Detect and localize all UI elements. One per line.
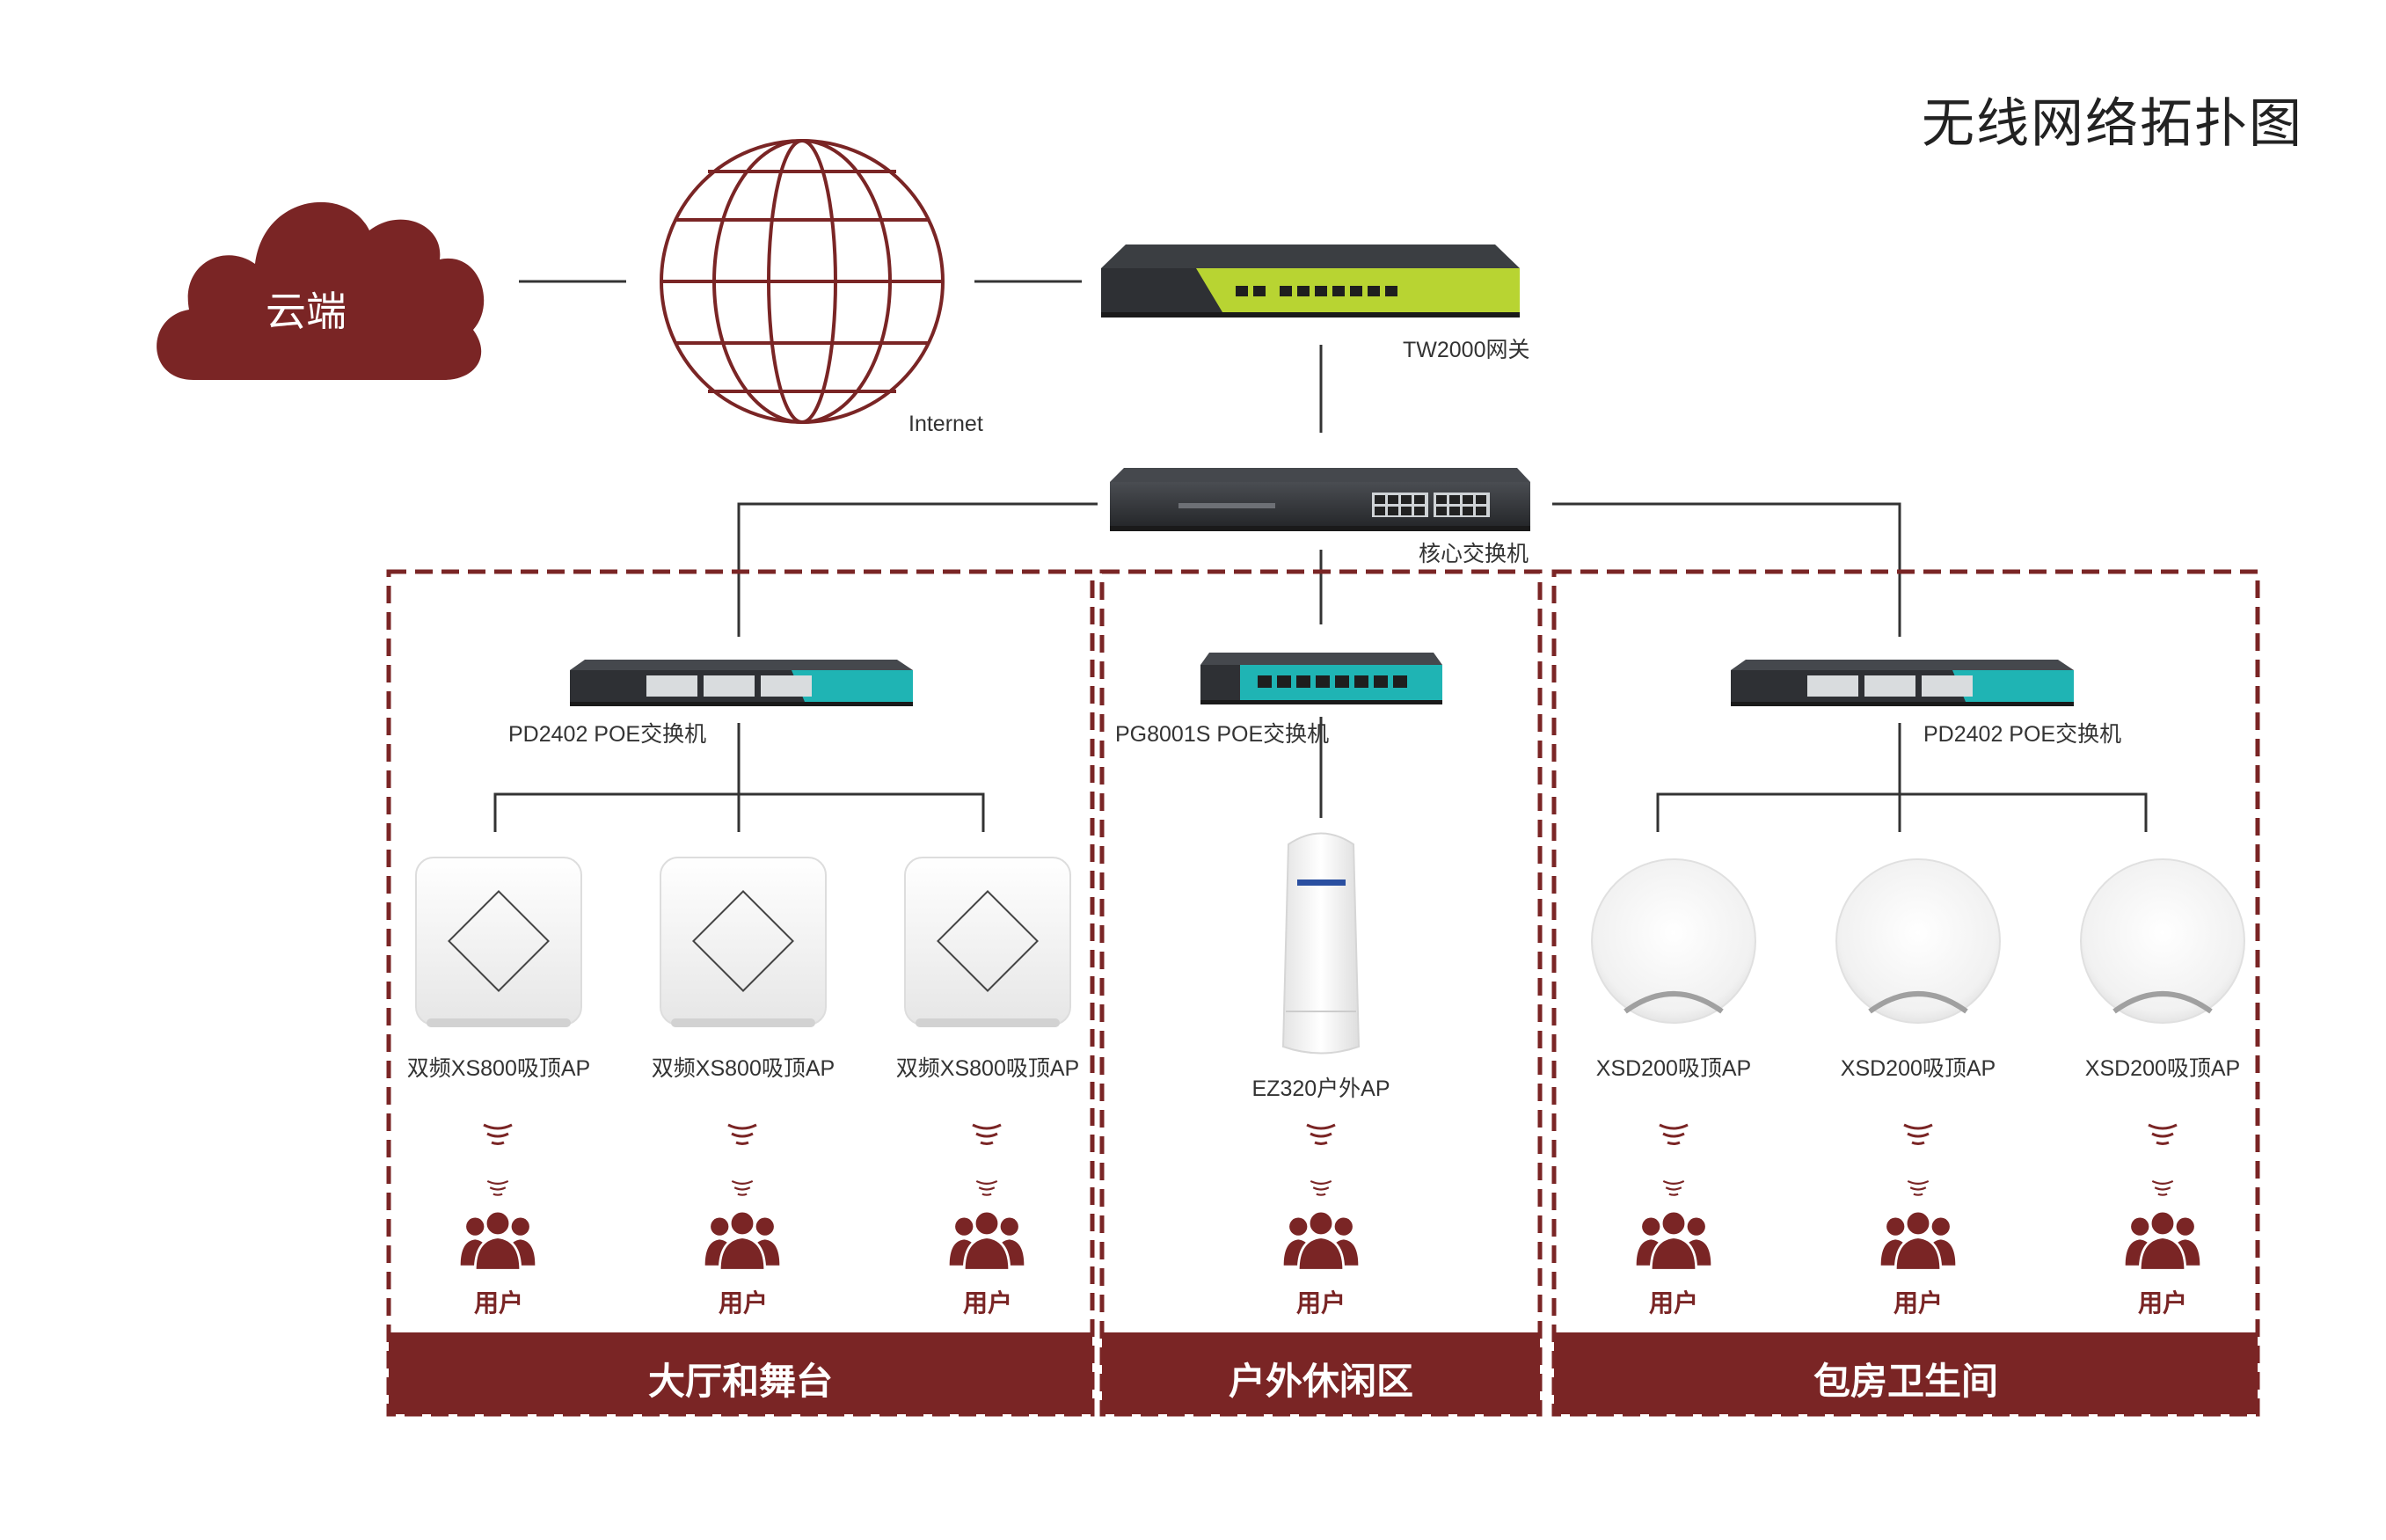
- core-switch-device: [1110, 468, 1530, 531]
- ap-label: EZ320户外AP: [1251, 1077, 1390, 1101]
- wifi-icon: [2151, 1179, 2174, 1196]
- zone-box-hall: [386, 569, 1095, 1417]
- gateway-label: TW2000网关: [1403, 338, 1530, 362]
- wifi-icon: [1310, 1179, 1332, 1196]
- ap-square-2: [660, 857, 827, 1027]
- wifi-icon: [1907, 1179, 1930, 1196]
- link-right-ap-bus: [1656, 792, 2148, 832]
- connection-lines: [493, 280, 2148, 832]
- switch-label-outdoor: PG8001S POE交换机: [1115, 722, 1330, 747]
- zone-box-rooms: [1551, 569, 2260, 1417]
- users-icon: [1879, 1209, 1957, 1271]
- link-core-right: [1552, 502, 1901, 637]
- ap-label: 双频XS800吸顶AP: [406, 1056, 591, 1081]
- ap-label: XSD200吸顶AP: [2084, 1056, 2241, 1081]
- users-icon: [459, 1209, 536, 1271]
- users-icon: [1635, 1209, 1712, 1271]
- zone-title-hall: 大厅和舞台: [647, 1360, 834, 1403]
- wifi-icon: [482, 1123, 514, 1145]
- ap-label: 双频XS800吸顶AP: [651, 1056, 835, 1081]
- ap-round-1: [1591, 858, 1756, 1024]
- zone-bars: [389, 1332, 2258, 1414]
- ap-square-1: [415, 857, 582, 1027]
- zone-title-outdoor: 户外休闲区: [1228, 1360, 1414, 1403]
- user-label: 用户: [962, 1288, 1013, 1317]
- ap-round-3: [2080, 858, 2245, 1024]
- users-icon: [2124, 1209, 2201, 1271]
- core-switch-label: 核心交换机: [1419, 542, 1529, 566]
- page-title: 无线网络拓扑图: [1922, 93, 2303, 155]
- wifi-icon: [1662, 1179, 1685, 1196]
- users-icon: [1282, 1209, 1360, 1271]
- wifi-icon: [726, 1123, 758, 1145]
- ap-label: 双频XS800吸顶AP: [895, 1056, 1080, 1081]
- ap-outdoor: [1281, 832, 1361, 1055]
- zone-bar-rooms: [1554, 1332, 2258, 1414]
- wifi-icon: [975, 1179, 998, 1196]
- users-icon: [948, 1209, 1025, 1271]
- ap-label: XSD200吸顶AP: [1595, 1056, 1752, 1081]
- zone-box-outdoor: [1099, 569, 1543, 1417]
- wifi-icon: [1305, 1123, 1337, 1145]
- wifi-icon: [1658, 1123, 1689, 1145]
- switch-label-rooms: PD2402 POE交换机: [1923, 722, 2122, 747]
- poe-switch-left: [570, 660, 913, 706]
- user-label: 用户: [473, 1288, 524, 1317]
- zone-bar-outdoor: [1102, 1332, 1540, 1414]
- globe-icon: [660, 139, 945, 424]
- cloud-label: 云端: [266, 288, 347, 335]
- internet-label: Internet: [908, 412, 983, 436]
- poe-switch-center: [1200, 653, 1442, 704]
- wifi-icon: [2147, 1123, 2178, 1145]
- user-label: 用户: [1893, 1288, 1944, 1317]
- wifi-icon: [731, 1179, 754, 1196]
- gateway-device: [1101, 245, 1520, 317]
- cloud-icon: [157, 201, 485, 380]
- users-icon: [704, 1209, 781, 1271]
- switch-label-hall: PD2402 POE交换机: [508, 722, 707, 747]
- user-label: 用户: [1295, 1288, 1346, 1317]
- wifi-icon: [1902, 1123, 1934, 1145]
- link-core-left: [737, 502, 1098, 637]
- zone-title-rooms: 包房卫生间: [1813, 1360, 1999, 1403]
- user-label: 用户: [2137, 1288, 2188, 1317]
- zone-boxes: [386, 569, 2260, 1417]
- zone-bar-hall: [389, 1332, 1092, 1414]
- ap-label: XSD200吸顶AP: [1840, 1056, 1996, 1081]
- user-label: 用户: [1648, 1288, 1699, 1317]
- poe-switch-right: [1731, 660, 2074, 706]
- ap-square-3: [904, 857, 1071, 1027]
- wifi-icon: [486, 1179, 509, 1196]
- ap-round-2: [1835, 858, 2001, 1024]
- wifi-icon: [971, 1123, 1003, 1145]
- user-label: 用户: [718, 1288, 769, 1317]
